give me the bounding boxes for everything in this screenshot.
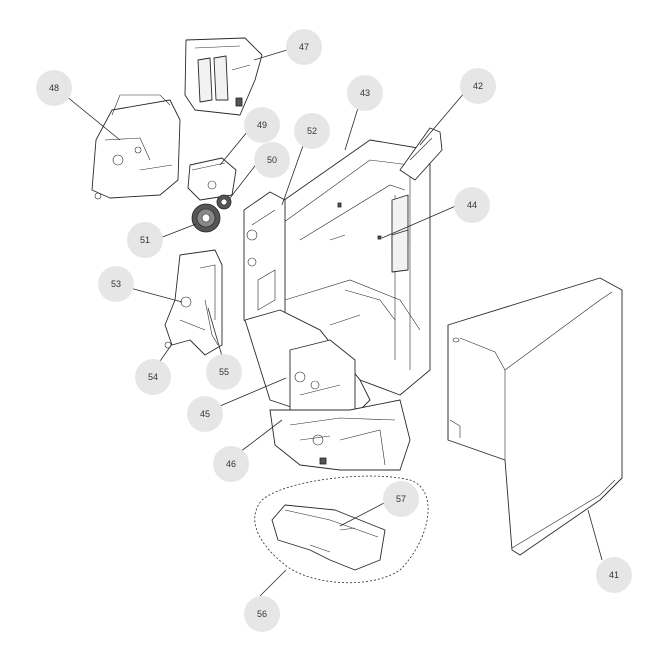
svg-text:56: 56 bbox=[257, 609, 267, 619]
svg-text:55: 55 bbox=[219, 367, 229, 377]
part-55-lever-spring bbox=[204, 299, 219, 346]
callout-57: 57 bbox=[383, 481, 419, 517]
callout-46: 46 bbox=[213, 446, 249, 482]
part-47-top-module bbox=[184, 37, 263, 116]
part-57-drawer bbox=[271, 504, 386, 571]
callout-55: 55 bbox=[206, 354, 242, 390]
leader-45 bbox=[219, 377, 287, 407]
leader-56 bbox=[259, 569, 287, 597]
svg-text:51: 51 bbox=[140, 235, 150, 245]
part-42-corner-bracket bbox=[399, 127, 443, 181]
svg-text:44: 44 bbox=[467, 200, 477, 210]
callout-54: 54 bbox=[135, 359, 171, 395]
part-53-lever-body bbox=[164, 249, 223, 356]
leader-41 bbox=[587, 509, 603, 561]
callout-49: 49 bbox=[244, 107, 280, 143]
part-46-base-block bbox=[269, 399, 411, 471]
svg-text:53: 53 bbox=[111, 279, 121, 289]
leader-52 bbox=[281, 139, 306, 206]
svg-text:47: 47 bbox=[299, 42, 309, 52]
svg-text:45: 45 bbox=[200, 409, 210, 419]
callout-53: 53 bbox=[98, 266, 134, 302]
leader-42 bbox=[419, 91, 466, 146]
part-51-gear bbox=[191, 203, 221, 233]
svg-text:50: 50 bbox=[267, 155, 277, 165]
leader-57 bbox=[339, 501, 387, 527]
part-45-lower-mechanism bbox=[244, 309, 371, 431]
leader-51 bbox=[159, 223, 197, 239]
callout-42: 42 bbox=[460, 68, 496, 104]
leader-46 bbox=[239, 419, 283, 453]
svg-text:42: 42 bbox=[473, 81, 483, 91]
part-48-housing bbox=[91, 94, 181, 200]
leader-lines bbox=[65, 49, 603, 597]
callout-48: 48 bbox=[36, 70, 72, 106]
callout-45: 45 bbox=[187, 396, 223, 432]
part-56-drawer-outline bbox=[254, 475, 429, 584]
part-43-main-chassis bbox=[269, 139, 431, 396]
svg-text:54: 54 bbox=[148, 372, 158, 382]
leader-50 bbox=[229, 161, 259, 199]
leader-55 bbox=[207, 307, 223, 357]
part-49-cap bbox=[187, 157, 237, 201]
svg-text:48: 48 bbox=[49, 83, 59, 93]
part-50-pinion bbox=[216, 194, 232, 210]
svg-text:43: 43 bbox=[360, 88, 370, 98]
svg-text:49: 49 bbox=[257, 120, 267, 130]
leader-48 bbox=[65, 95, 121, 141]
svg-text:46: 46 bbox=[226, 459, 236, 469]
part-52-side-bracket bbox=[243, 191, 286, 336]
leader-44 bbox=[381, 204, 459, 239]
callout-43: 43 bbox=[347, 75, 383, 111]
svg-text:52: 52 bbox=[307, 126, 317, 136]
leader-47 bbox=[253, 49, 288, 61]
svg-text:57: 57 bbox=[396, 494, 406, 504]
callout-51: 51 bbox=[127, 222, 163, 258]
svg-text:41: 41 bbox=[609, 570, 619, 580]
callout-47: 47 bbox=[286, 29, 322, 65]
leader-53 bbox=[129, 287, 183, 303]
part-41-side-panel bbox=[447, 277, 623, 556]
callout-52: 52 bbox=[294, 113, 330, 149]
leader-43 bbox=[344, 107, 359, 151]
callout-41: 41 bbox=[596, 557, 632, 593]
callout-50: 50 bbox=[254, 142, 290, 178]
callout-44: 44 bbox=[454, 187, 490, 223]
callout-56: 56 bbox=[244, 596, 280, 632]
